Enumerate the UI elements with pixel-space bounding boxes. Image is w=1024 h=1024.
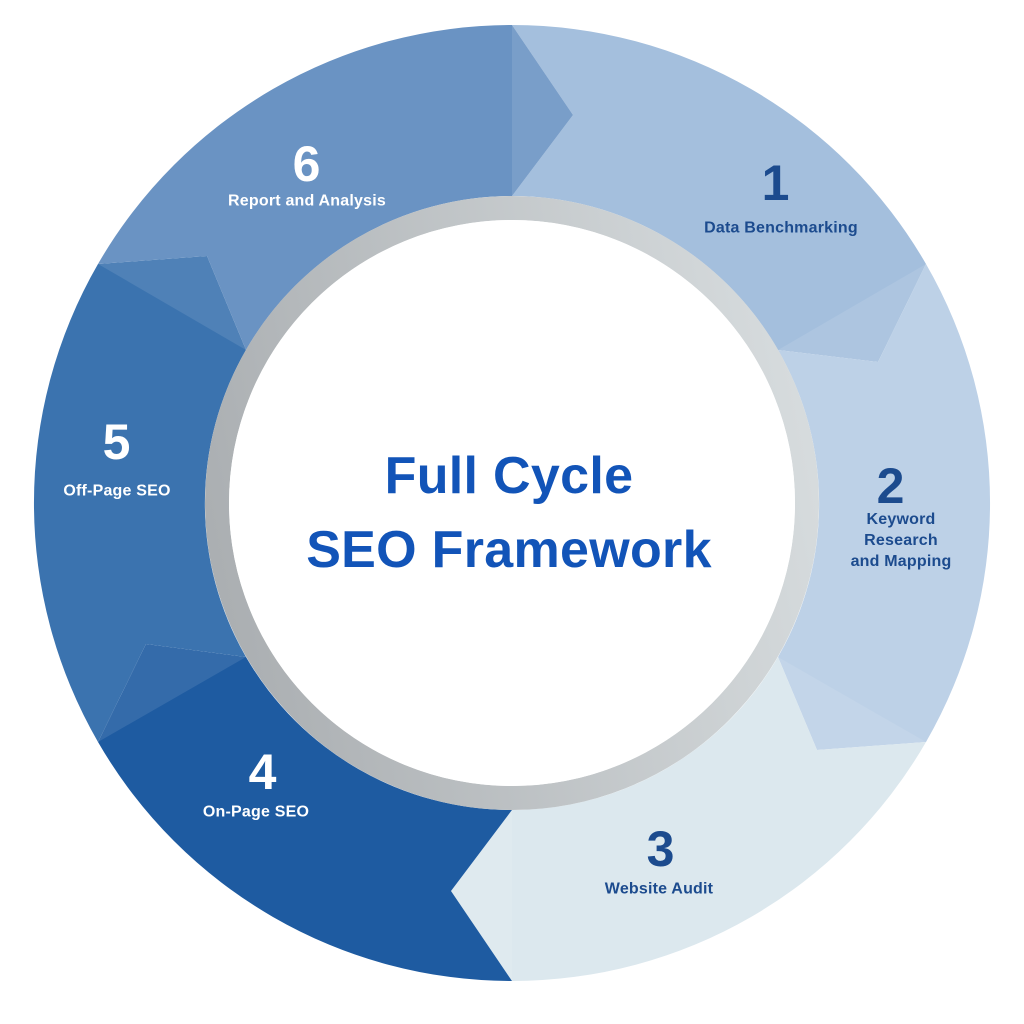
segment-2-number: 2	[876, 458, 906, 514]
segment-5-arrow	[33, 256, 246, 742]
diagram-title: Full Cycle SEO Framework	[306, 447, 712, 579]
segment-4-arrow	[98, 644, 512, 981]
segment-4-arrowhead-highlight	[98, 644, 246, 742]
inner-gray-ring	[205, 196, 819, 810]
segment-3-number: 3	[646, 821, 676, 877]
segment-1-number: 1	[761, 155, 791, 211]
segment-3-label: Website Audit	[604, 880, 714, 898]
segment-6-number: 6	[292, 136, 322, 192]
segment-4-label: On-Page SEO	[202, 803, 310, 821]
segment-5-label: Off-Page SEO	[63, 482, 171, 500]
segment-3-arrow	[451, 657, 926, 981]
segment-4-number: 4	[248, 744, 278, 800]
segment-2-arrowhead-highlight	[778, 657, 926, 750]
center-circle	[229, 220, 795, 786]
segment-5-number: 5	[102, 414, 132, 470]
segment-6-arrow	[98, 24, 573, 350]
segment-5-arrowhead-highlight	[98, 256, 246, 350]
segment-1-arrowhead-highlight	[778, 264, 926, 362]
segment-6-label: Report and Analysis	[228, 192, 386, 210]
segment-1-label: Data Benchmarking	[704, 219, 858, 237]
segment-6-arrowhead-highlight	[512, 25, 573, 196]
segment-2-label: Keyword Research and Mapping	[850, 510, 952, 570]
segment-2-arrow	[778, 264, 991, 750]
segment-3-arrowhead-highlight	[451, 810, 512, 981]
segment-1-arrow	[512, 24, 926, 362]
